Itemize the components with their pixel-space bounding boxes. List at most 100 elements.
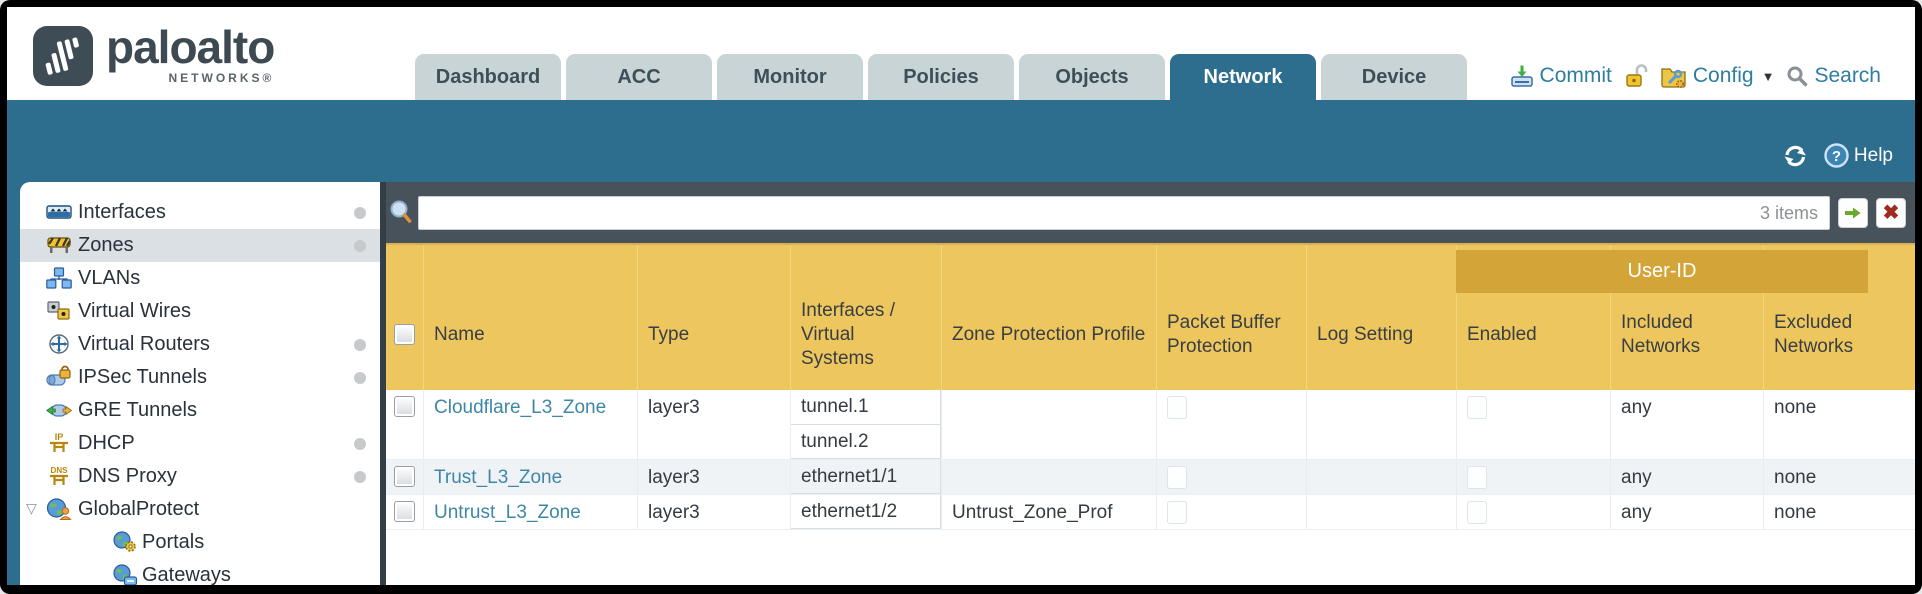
- virtual-wires-icon: [47, 301, 70, 320]
- status-dot: [354, 471, 366, 483]
- log-setting-cell: [1306, 390, 1456, 459]
- expand-triangle-icon[interactable]: ▽: [26, 500, 37, 516]
- zone-interfaces-cell: ethernet1/2: [790, 495, 941, 529]
- lock-button[interactable]: [1624, 63, 1648, 89]
- column-header-zone-protection-profile[interactable]: Zone Protection Profile: [941, 245, 1156, 390]
- column-header-log-setting[interactable]: Log Setting: [1306, 245, 1456, 390]
- excluded-networks-cell: none: [1763, 495, 1915, 529]
- row-checkbox[interactable]: [394, 501, 415, 522]
- userid-enabled-cell: [1456, 460, 1610, 494]
- userid-enabled-cell: [1456, 390, 1610, 459]
- zone-name-link[interactable]: Cloudflare_L3_Zone: [434, 397, 607, 418]
- zone-protection-cell: [941, 460, 1156, 494]
- sidebar-item-vlans[interactable]: VLANs: [20, 262, 380, 295]
- sidebar-item-ipsec-tunnels[interactable]: IPSec Tunnels: [20, 361, 380, 394]
- ipsec-tunnels-icon: [46, 365, 71, 386]
- zones-icon: [47, 237, 72, 253]
- row-select-cell: [386, 495, 423, 529]
- row-checkbox[interactable]: [394, 396, 415, 417]
- sidebar-item-virtual-routers[interactable]: Virtual Routers: [20, 328, 380, 361]
- tab-network[interactable]: Network: [1170, 54, 1316, 100]
- userid-enabled-checkbox[interactable]: [1467, 501, 1487, 524]
- column-header-interfaces[interactable]: Interfaces / Virtual Systems: [790, 245, 941, 390]
- tab-device[interactable]: Device: [1321, 54, 1467, 100]
- table-row: Trust_L3_Zone layer3 ethernet1/1 any non…: [386, 460, 1915, 495]
- filter-toolbar: 3 items ✖: [386, 182, 1915, 243]
- userid-enabled-checkbox[interactable]: [1467, 466, 1487, 489]
- zone-name-cell: Cloudflare_L3_Zone: [423, 390, 637, 459]
- band-icons: ? Help: [1782, 142, 1893, 169]
- column-header-excluded-networks[interactable]: Excluded Networks: [1763, 245, 1915, 390]
- log-setting-cell: [1306, 495, 1456, 529]
- tab-dashboard[interactable]: Dashboard: [415, 54, 561, 100]
- zone-protection-cell: [941, 390, 1156, 459]
- apply-filter-button[interactable]: [1838, 197, 1868, 228]
- packet-buffer-cell: [1156, 495, 1306, 529]
- sidebar-divider: [380, 182, 386, 585]
- sidebar-item-virtual-wires[interactable]: Virtual Wires: [20, 295, 380, 328]
- column-header-enabled[interactable]: Enabled: [1456, 245, 1610, 390]
- paloalto-logo-icon: [33, 26, 93, 86]
- interface-subcell: ethernet1/1: [791, 460, 941, 494]
- column-header-name[interactable]: Name: [423, 245, 637, 390]
- filter-input-wrap: 3 items: [418, 195, 1830, 230]
- sidebar-item-globalprotect[interactable]: ▽ GlobalProtect: [20, 493, 380, 526]
- interfaces-icon: [46, 205, 72, 219]
- dns-proxy-icon: DNS: [50, 466, 69, 485]
- included-networks-cell: any: [1610, 495, 1763, 529]
- brand-name: paloalto: [106, 21, 275, 73]
- dhcp-icon: IP: [50, 432, 68, 452]
- sidebar-item-gre-tunnels[interactable]: GRE Tunnels: [20, 394, 380, 427]
- app-frame: paloalto NETWORKS® Dashboard ACC Monitor…: [7, 7, 1915, 585]
- column-header-included-networks[interactable]: Included Networks: [1610, 245, 1763, 390]
- filter-input[interactable]: [418, 195, 1830, 230]
- search-label: Search: [1814, 64, 1881, 87]
- userid-enabled-checkbox[interactable]: [1467, 396, 1487, 419]
- interface-subcell: ethernet1/2: [791, 495, 941, 529]
- zone-name-link[interactable]: Trust_L3_Zone: [434, 467, 563, 488]
- clear-filter-button[interactable]: ✖: [1876, 197, 1906, 228]
- column-header-packet-buffer-protection[interactable]: Packet Buffer Protection: [1156, 245, 1306, 390]
- sidebar-item-dhcp[interactable]: IP DHCP: [20, 427, 380, 460]
- sidebar-item-dns-proxy[interactable]: DNS DNS Proxy: [20, 460, 380, 493]
- svg-text:?: ?: [1832, 148, 1841, 165]
- globalprotect-icon: [46, 498, 72, 520]
- global-search-button[interactable]: Search: [1786, 64, 1881, 88]
- sidebar-item-interfaces[interactable]: Interfaces: [20, 196, 380, 229]
- interface-subcell: tunnel.1: [791, 390, 941, 425]
- commit-label: Commit: [1539, 64, 1612, 87]
- table-row: Untrust_L3_Zone layer3 ethernet1/2 Untru…: [386, 495, 1915, 530]
- sidebar-item-gateways[interactable]: Gateways: [20, 559, 380, 585]
- refresh-button[interactable]: [1782, 144, 1809, 168]
- help-button[interactable]: ? Help: [1823, 142, 1893, 169]
- packet-buffer-checkbox[interactable]: [1167, 466, 1187, 489]
- sidebar-item-label: DNS Proxy: [78, 465, 177, 487]
- svg-text:DNS: DNS: [51, 466, 69, 475]
- userid-enabled-cell: [1456, 495, 1610, 529]
- sidebar-item-label: Gateways: [142, 564, 231, 585]
- zone-type-cell: layer3: [637, 495, 790, 529]
- select-all-checkbox[interactable]: [394, 324, 415, 345]
- sidebar-item-label: IPSec Tunnels: [78, 366, 207, 388]
- row-checkbox[interactable]: [394, 466, 415, 487]
- table-row: Cloudflare_L3_Zone layer3 tunnel.1 tunne…: [386, 390, 1915, 460]
- sidebar-item-portals[interactable]: Portals: [20, 526, 380, 559]
- top-header: paloalto NETWORKS® Dashboard ACC Monitor…: [7, 7, 1915, 100]
- config-menu-button[interactable]: Config ▼: [1660, 64, 1774, 89]
- tab-monitor[interactable]: Monitor: [717, 54, 863, 100]
- status-dot: [354, 207, 366, 219]
- packet-buffer-checkbox[interactable]: [1167, 396, 1187, 419]
- commit-button[interactable]: Commit: [1510, 64, 1612, 88]
- tab-acc[interactable]: ACC: [566, 54, 712, 100]
- zone-type-cell: layer3: [637, 390, 790, 459]
- zone-interfaces-cell: tunnel.1 tunnel.2: [790, 390, 941, 459]
- paloalto-logo-text: paloalto NETWORKS®: [106, 21, 275, 85]
- tab-policies[interactable]: Policies: [868, 54, 1014, 100]
- sidebar-item-zones[interactable]: Zones: [20, 229, 380, 262]
- zone-name-link[interactable]: Untrust_L3_Zone: [434, 502, 581, 523]
- tab-objects[interactable]: Objects: [1019, 54, 1165, 100]
- packet-buffer-checkbox[interactable]: [1167, 501, 1187, 524]
- column-header-type[interactable]: Type: [637, 245, 790, 390]
- lock-icon: [1626, 64, 1648, 87]
